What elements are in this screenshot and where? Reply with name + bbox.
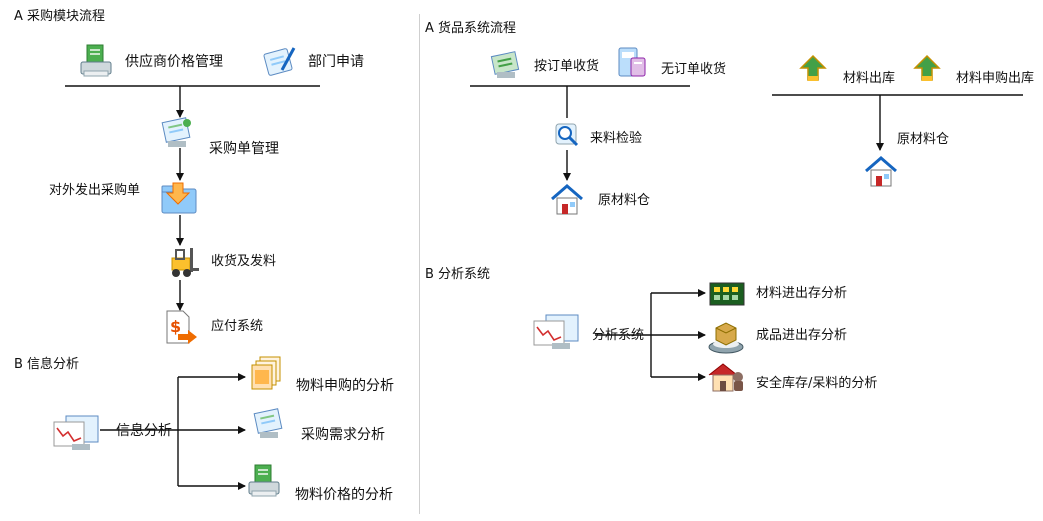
incoming-inspection-label: 来料检验 bbox=[590, 131, 643, 146]
order-receive-icon bbox=[490, 51, 520, 78]
receive-by-order-label: 按订单收货 bbox=[534, 59, 600, 74]
receive-issue-label: 收货及发料 bbox=[211, 254, 277, 269]
procurement-heading: A 采购模块流程 bbox=[14, 9, 106, 24]
analysis-hub-label: 分析系统 bbox=[592, 328, 645, 343]
forklift-icon bbox=[171, 248, 199, 277]
circuit-board-icon bbox=[709, 282, 745, 306]
material-request-out-label: 材料申购出库 bbox=[956, 71, 1035, 86]
stacked-documents-icon bbox=[251, 356, 281, 390]
request-analysis-icon bbox=[253, 408, 283, 438]
payables-label: 应付系统 bbox=[211, 319, 264, 334]
payables-document-icon: $ bbox=[166, 310, 197, 344]
send-folder-icon bbox=[161, 182, 197, 214]
panel-divider bbox=[419, 14, 420, 514]
issue-po-label: 对外发出采购单 bbox=[49, 183, 141, 198]
receive-no-order-label: 无订单收货 bbox=[661, 62, 727, 77]
po-management-label: 采购单管理 bbox=[209, 141, 279, 157]
no-order-receive-icon bbox=[618, 47, 646, 77]
analysis-item-1-label: 材料进出存分析 bbox=[756, 286, 848, 301]
goods-heading: A 货品系统流程 bbox=[425, 21, 517, 36]
analysis-system-monitor-icon bbox=[533, 314, 579, 349]
info-item-1-label: 物料申购的分析 bbox=[296, 378, 394, 394]
product-box-icon bbox=[708, 322, 744, 354]
info-item-3-label: 物料价格的分析 bbox=[295, 487, 393, 503]
analysis-heading: B 分析系统 bbox=[425, 267, 491, 282]
safety-stock-house-icon bbox=[708, 363, 743, 392]
raw-warehouse-2-label: 原材料仓 bbox=[897, 132, 950, 147]
material-out-label: 材料出库 bbox=[843, 71, 896, 86]
svg-text:$: $ bbox=[170, 317, 181, 336]
request-form-icon bbox=[263, 47, 296, 76]
warehouse-house-icon bbox=[551, 184, 583, 215]
purchase-order-icon bbox=[161, 117, 191, 147]
analysis-monitor-icon bbox=[53, 415, 99, 450]
material-out-arrow-icon bbox=[799, 54, 827, 81]
info-heading: B 信息分析 bbox=[14, 357, 80, 372]
warehouse-house-2-icon bbox=[865, 156, 897, 187]
dept-request-label: 部门申请 bbox=[308, 54, 364, 70]
price-analysis-icon bbox=[248, 464, 280, 497]
price-document-icon bbox=[80, 44, 112, 77]
supplier-price-label: 供应商价格管理 bbox=[125, 54, 223, 70]
analysis-item-2-label: 成品进出存分析 bbox=[756, 328, 848, 343]
raw-warehouse-1-label: 原材料仓 bbox=[598, 193, 651, 208]
info-item-2-label: 采购需求分析 bbox=[301, 427, 385, 443]
analysis-item-3-label: 安全库存/呆料的分析 bbox=[756, 376, 878, 391]
material-request-out-arrow-icon bbox=[913, 54, 941, 81]
info-hub-label: 信息分析 bbox=[116, 423, 172, 439]
magnifier-icon bbox=[555, 123, 579, 147]
